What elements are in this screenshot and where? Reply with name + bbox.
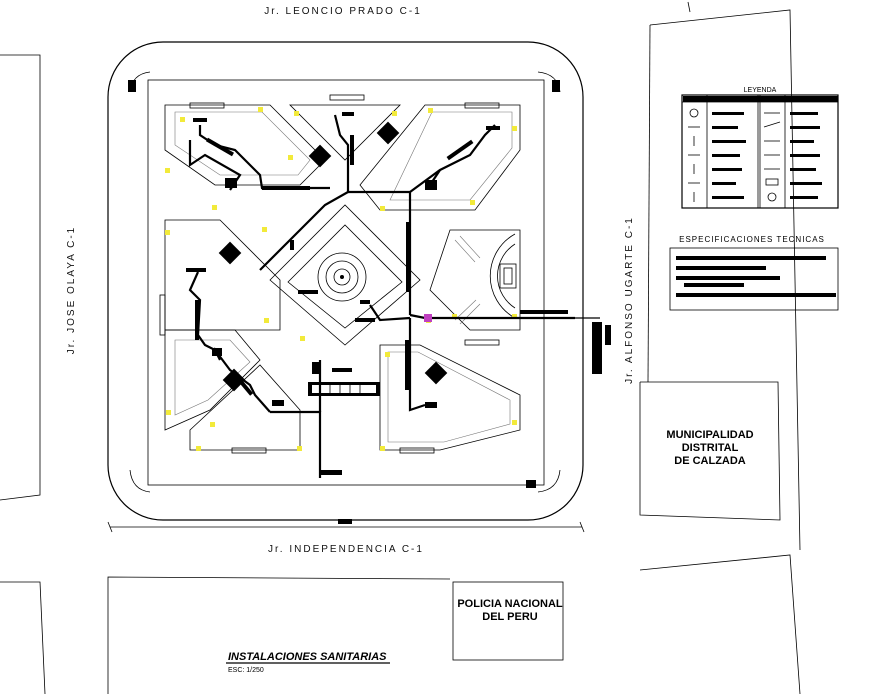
police-line-1: POLICIA NACIONAL — [457, 598, 563, 610]
specifications-box: ESPECIFICACIONES TECNICAS — [669, 235, 839, 311]
municipal-line-1: MUNICIPALIDAD — [666, 429, 753, 441]
drawing-scale: ESC: 1/250 — [228, 667, 264, 674]
municipal-line-3: DE CALZADA — [674, 455, 746, 467]
legend-title: LEYENDA — [744, 87, 777, 94]
dimension-line — [107, 519, 585, 533]
legend-rows — [688, 108, 822, 202]
amphitheater — [454, 233, 517, 325]
police-line-2: DEL PERU — [482, 611, 537, 623]
benches — [159, 94, 500, 454]
neighbor-lot-lines — [0, 1, 801, 694]
pipe-annotations — [186, 112, 611, 475]
drawing-title: INSTALACIONES SANITARIAS — [228, 651, 387, 663]
plaza-boundary — [107, 41, 584, 521]
street-label-west: Jr. JOSE OLAYA C-1 — [66, 226, 77, 354]
municipal-line-2: DISTRITAL — [682, 442, 739, 454]
sanitary-piping — [188, 114, 600, 478]
drawing-title-block: INSTALACIONES SANITARIAS ESC: 1/250 — [226, 651, 390, 674]
stair-hatches — [218, 121, 448, 396]
central-fountain — [317, 252, 367, 302]
municipal-building-label: MUNICIPALIDAD DISTRITAL DE CALZADA — [666, 429, 753, 467]
street-label-south: Jr. INDEPENDENCIA C-1 — [268, 544, 424, 555]
street-label-north: Jr. LEONCIO PRADO C-1 — [264, 6, 422, 17]
street-label-east: Jr. ALFONSO UGARTE C-1 — [624, 216, 635, 384]
garden-beds — [164, 104, 521, 451]
legend-box: LEYENDA — [681, 87, 839, 209]
police-building-label: POLICIA NACIONAL DEL PERU — [457, 598, 563, 623]
specs-title: ESPECIFICACIONES TECNICAS — [679, 235, 825, 244]
valve-marker — [424, 314, 432, 322]
